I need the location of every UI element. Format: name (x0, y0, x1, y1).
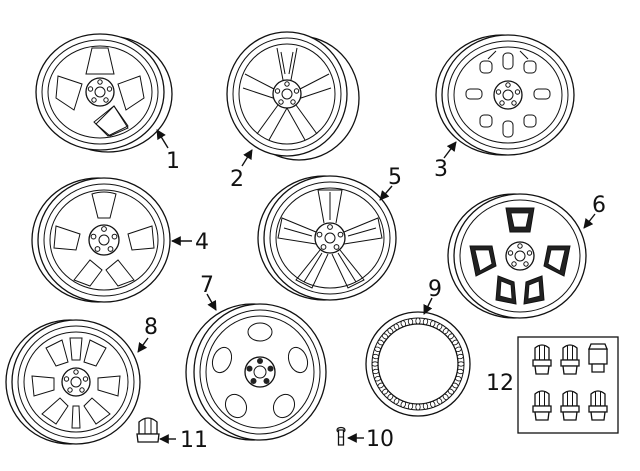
trim-ring-notch (442, 327, 449, 335)
callout-7: 7 (200, 273, 217, 311)
callout-4-label: 4 (195, 230, 209, 255)
trim-ring-notch (447, 333, 455, 340)
callout-12-label: 12 (486, 371, 514, 396)
trim-ring-notch (393, 323, 400, 330)
trim-ring-notch (456, 353, 464, 360)
trim-ring-notch (452, 382, 459, 389)
trim-ring-notch (377, 382, 384, 389)
callout-5-label: 5 (388, 165, 402, 190)
callout-6: 6 (583, 193, 606, 229)
callout-4: 4 (171, 230, 209, 255)
trim-ring-notch (447, 388, 455, 395)
callout-9-label: 9 (428, 277, 442, 302)
locking-lug-nut (560, 344, 580, 375)
trim-ring-notch (407, 402, 414, 410)
trim-ring-notch (415, 317, 421, 325)
trim-ring-notch (374, 346, 381, 352)
trim-ring-notch (457, 361, 465, 367)
trim-ring-notch (407, 318, 414, 326)
callout-7-label: 7 (200, 273, 214, 298)
callout-3-label: 3 (434, 157, 448, 182)
callout-12: 12 (486, 371, 514, 396)
locking-lug-nut (532, 390, 552, 421)
trim-ring-notch (400, 320, 406, 327)
lock-kit[interactable] (517, 336, 619, 434)
wheel-2[interactable] (226, 31, 360, 161)
callout-8: 8 (137, 315, 158, 353)
callout-2: 2 (230, 149, 253, 192)
callout-11-label: 11 (180, 428, 208, 453)
callout-1-label: 1 (166, 149, 180, 174)
lug-nut[interactable] (136, 417, 160, 443)
trim-ring-notch (430, 320, 436, 327)
trim-ring-notch (387, 327, 394, 335)
trim-ring-notch (455, 376, 462, 382)
wheel-7[interactable] (185, 303, 327, 441)
callout-6-label: 6 (592, 193, 606, 218)
trim-ring-notch (415, 403, 421, 411)
wheel-3[interactable] (435, 34, 575, 156)
trim-ring-notch (381, 333, 389, 340)
trim-ring-notch (372, 368, 380, 375)
callout-1: 1 (156, 129, 180, 174)
trim-ring[interactable] (365, 311, 471, 417)
trim-ring-notch (452, 339, 459, 346)
trim-ring-notch (400, 401, 406, 408)
trim-ring-notch (455, 346, 462, 352)
trim-ring-notch (436, 398, 443, 405)
wheel-5[interactable] (257, 175, 397, 301)
wheel-6[interactable] (447, 193, 587, 319)
trim-ring-notch (436, 323, 443, 330)
locking-lug-nut (560, 390, 580, 421)
trim-ring-notch (387, 393, 394, 401)
callout-10-label: 10 (366, 427, 394, 452)
callout-8-label: 8 (144, 315, 158, 340)
wheel-8[interactable] (5, 319, 141, 445)
trim-ring-notch (456, 368, 464, 375)
callout-11: 11 (159, 428, 208, 453)
callout-3: 3 (434, 141, 457, 182)
trim-ring-notch (372, 353, 380, 360)
trim-ring-notch (381, 388, 389, 395)
trim-ring-notch (430, 401, 436, 408)
wheel-4[interactable] (31, 177, 171, 303)
callout-9: 9 (423, 277, 442, 315)
locking-lug-nut (532, 344, 552, 375)
trim-ring-notch (374, 376, 381, 382)
callout-5: 5 (379, 165, 402, 201)
wheel-1[interactable] (35, 33, 173, 153)
valve-stem[interactable] (336, 426, 346, 446)
wheel-lock-key (588, 343, 608, 373)
callout-10: 10 (347, 427, 394, 452)
locking-lug-nut (588, 390, 608, 421)
callout-2-label: 2 (230, 167, 244, 192)
trim-ring-notch (422, 318, 429, 326)
trim-ring-notch (422, 402, 429, 410)
trim-ring-notch (393, 398, 400, 405)
trim-ring-notch (442, 393, 449, 401)
trim-ring-notch (377, 339, 384, 346)
trim-ring-notch (371, 361, 379, 367)
